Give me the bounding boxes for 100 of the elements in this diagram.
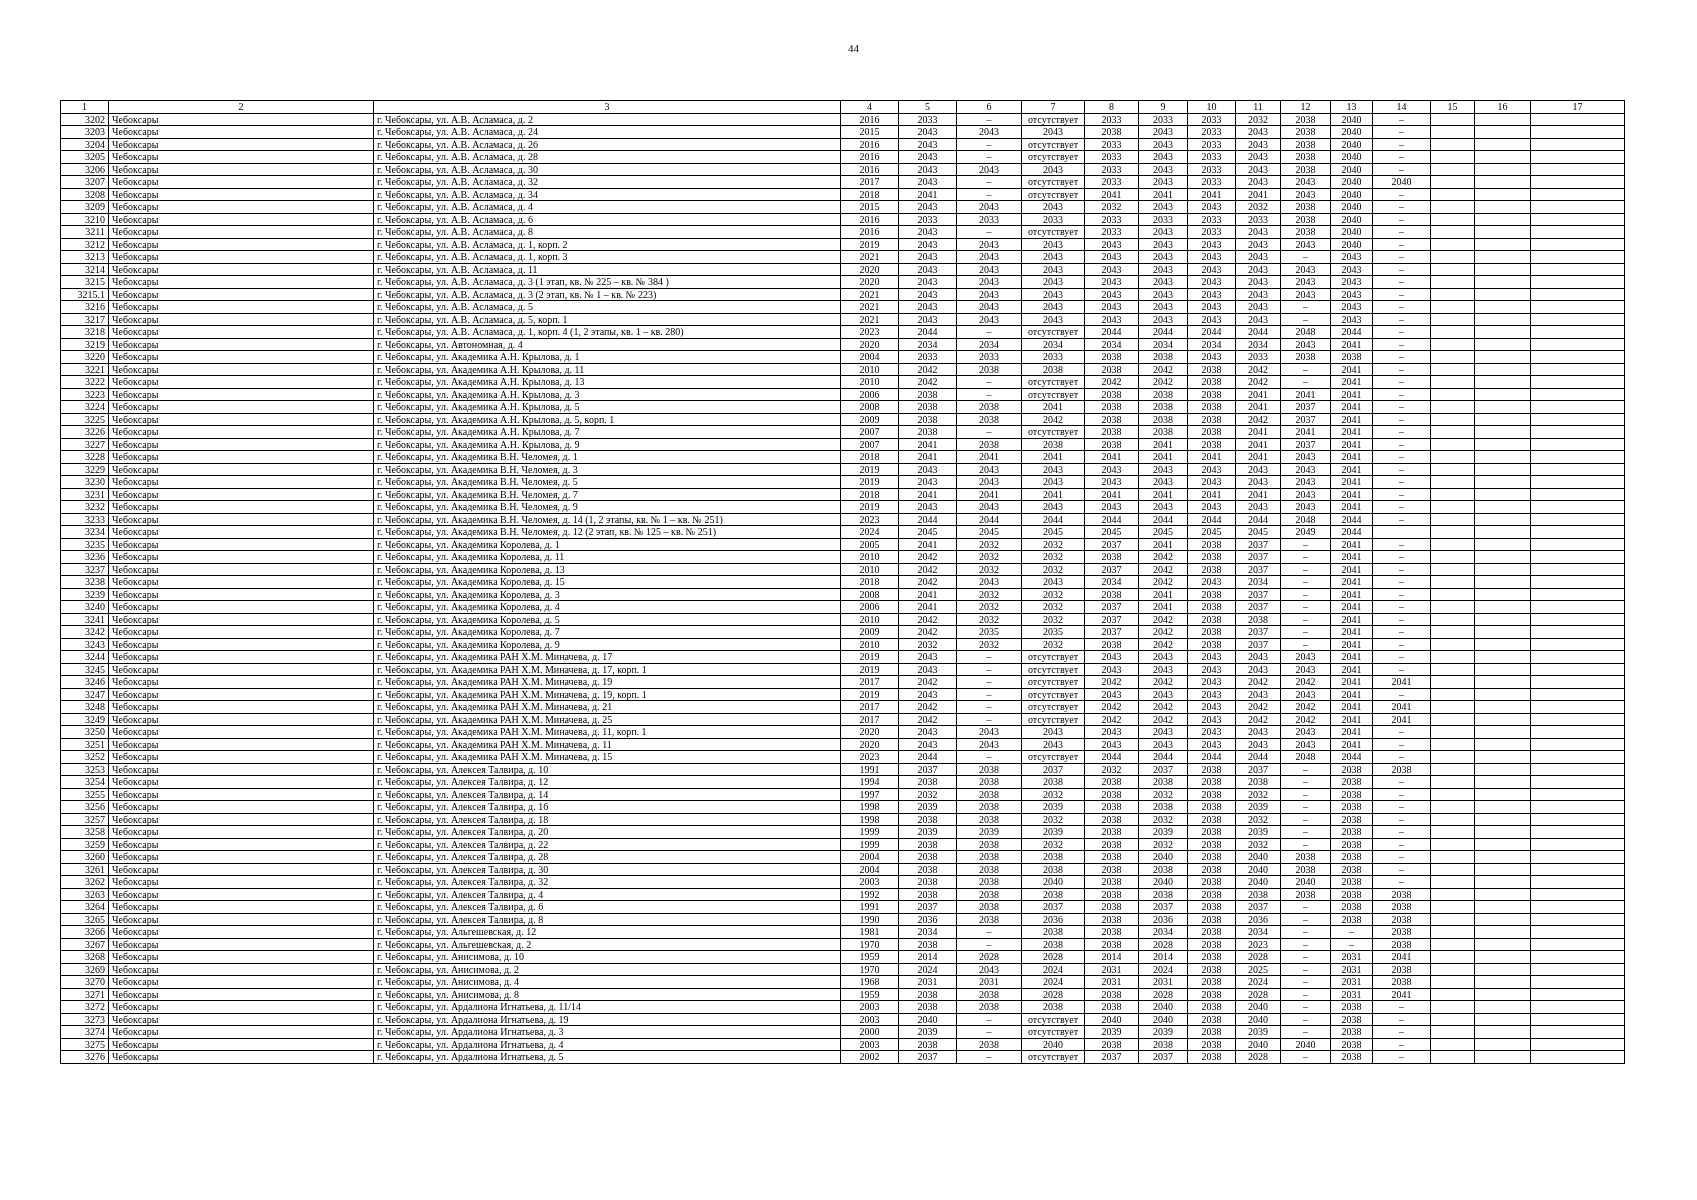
year-value: 2038 — [899, 426, 957, 439]
year-value: – — [1373, 838, 1431, 851]
year-value: 2043 — [1139, 313, 1188, 326]
year-value: – — [1373, 688, 1431, 701]
year-value: 2038 — [1188, 838, 1236, 851]
year-value: 2040 — [1331, 163, 1373, 176]
city-name: Чебоксары — [109, 851, 374, 864]
year-value: 2033 — [1188, 176, 1236, 189]
year-value: – — [1281, 926, 1331, 939]
year-value: 2038 — [1085, 413, 1139, 426]
year-value: 2043 — [1139, 726, 1188, 739]
year-value: 2037 — [1085, 538, 1139, 551]
year-value: 2017 — [841, 713, 899, 726]
year-value: 2038 — [1188, 588, 1236, 601]
year-value: 2041 — [1139, 601, 1188, 614]
column-header: 5 — [899, 101, 957, 114]
year-value: 2043 — [1085, 251, 1139, 264]
year-value: 1970 — [841, 938, 899, 951]
year-value: – — [1281, 613, 1331, 626]
year-value: 2042 — [1139, 638, 1188, 651]
year-value: 2038 — [899, 1038, 957, 1051]
address-text: г. Чебоксары, ул. А.В. Асламаса, д. 34 — [374, 188, 841, 201]
year-value: 2024 — [1139, 963, 1188, 976]
year-value: отсутствует — [1022, 151, 1085, 164]
year-value: 2038 — [1331, 1038, 1373, 1051]
year-value: 2043 — [899, 501, 957, 514]
address-text: г. Чебоксары, ул. Академика РАН Х.М. Миначева, д. 19 — [374, 676, 841, 689]
year-value: – — [1373, 388, 1431, 401]
year-value: 2010 — [841, 613, 899, 626]
year-value: 2043 — [1139, 463, 1188, 476]
year-value: 2038 — [899, 401, 957, 414]
year-value: 2043 — [1236, 238, 1281, 251]
year-value: 2019 — [841, 463, 899, 476]
year-value: 2038 — [1373, 888, 1431, 901]
row-number: 3232 — [61, 501, 109, 514]
year-value: 2040 — [1281, 876, 1331, 889]
year-value: 2038 — [1085, 826, 1139, 839]
year-value: 2036 — [899, 913, 957, 926]
address-text: г. Чебоксары, ул. Алексея Талвира, д. 20 — [374, 826, 841, 839]
year-value: – — [1373, 451, 1431, 464]
city-name: Чебоксары — [109, 201, 374, 214]
year-value: 2038 — [1281, 201, 1331, 214]
year-value: 2043 — [1139, 476, 1188, 489]
year-value: 2040 — [1236, 1013, 1281, 1026]
city-name: Чебоксары — [109, 988, 374, 1001]
row-number: 3266 — [61, 926, 109, 939]
row-number: 3214 — [61, 263, 109, 276]
year-value: 2033 — [1139, 213, 1188, 226]
year-value: 2042 — [1139, 376, 1188, 389]
year-value: – — [1281, 563, 1331, 576]
year-value: 2041 — [1331, 413, 1373, 426]
year-value: 2031 — [1331, 951, 1373, 964]
address-text: г. Чебоксары, ул. Анисимова, д. 10 — [374, 951, 841, 964]
address-text: г. Чебоксары, ул. Академика В.Н. Челомея, д. 7 — [374, 488, 841, 501]
row-number: 3237 — [61, 563, 109, 576]
year-value: 2038 — [1188, 813, 1236, 826]
address-text: г. Чебоксары, ул. А.В. Асламаса, д. 8 — [374, 226, 841, 239]
city-name: Чебоксары — [109, 938, 374, 951]
year-value: 2010 — [841, 551, 899, 564]
year-value: 2038 — [1331, 851, 1373, 864]
year-value: 2031 — [1139, 976, 1188, 989]
city-name: Чебоксары — [109, 963, 374, 976]
year-value: 2041 — [1331, 676, 1373, 689]
year-value: 2042 — [1236, 701, 1281, 714]
city-name: Чебоксары — [109, 788, 374, 801]
year-value: 2008 — [841, 401, 899, 414]
year-value: 2043 — [1188, 313, 1236, 326]
year-value: 2038 — [957, 363, 1022, 376]
year-value: 2041 — [1331, 563, 1373, 576]
year-value: 2043 — [1139, 738, 1188, 751]
year-value: 2034 — [899, 926, 957, 939]
year-value: 2038 — [1139, 888, 1188, 901]
row-number: 3215.1 — [61, 288, 109, 301]
year-value: 2037 — [1085, 626, 1139, 639]
row-number: 3229 — [61, 463, 109, 476]
year-value: 2032 — [1022, 551, 1085, 564]
year-value: 2041 — [1188, 488, 1236, 501]
year-value: 2043 — [1022, 288, 1085, 301]
year-value: 2033 — [899, 113, 957, 126]
year-value: – — [1331, 926, 1373, 939]
year-value: 2038 — [1373, 938, 1431, 951]
address-text: г. Чебоксары, ул. Академика В.Н. Челомея, д. 14 (1, 2 этапы, кв. № 1 – кв. № 251) — [374, 513, 841, 526]
year-value: – — [1373, 651, 1431, 664]
year-value: 2043 — [1281, 663, 1331, 676]
year-value: 2019 — [841, 688, 899, 701]
year-value: 2044 — [899, 513, 957, 526]
year-value: 2038 — [1188, 951, 1236, 964]
city-name: Чебоксары — [109, 638, 374, 651]
address-text: г. Чебоксары, ул. Альгешевская, д. 12 — [374, 926, 841, 939]
year-value: 2044 — [1331, 513, 1373, 526]
year-value: 2003 — [841, 1013, 899, 1026]
year-value: 2043 — [1139, 201, 1188, 214]
year-value: 2043 — [1085, 651, 1139, 664]
year-value: 2038 — [1188, 801, 1236, 814]
year-value: – — [1373, 163, 1431, 176]
year-value: – — [1281, 588, 1331, 601]
year-value: 2043 — [1188, 351, 1236, 364]
year-value: 2020 — [841, 726, 899, 739]
address-text: г. Чебоксары, ул. Алексея Талвира, д. 8 — [374, 913, 841, 926]
year-value: 2038 — [1188, 626, 1236, 639]
